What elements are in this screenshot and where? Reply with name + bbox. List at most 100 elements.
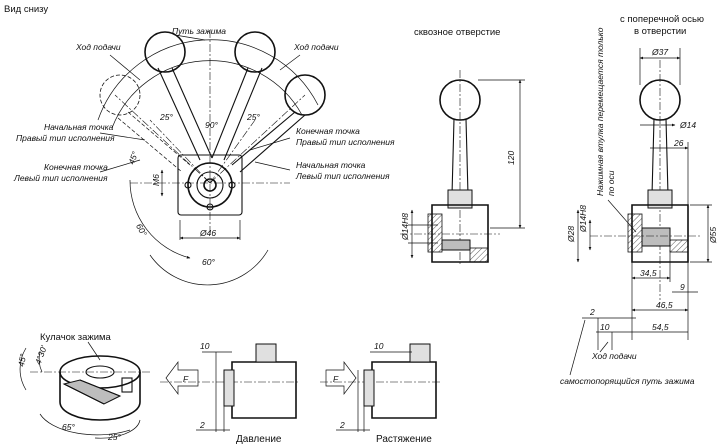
ca-self-lock-leader — [569, 319, 586, 376]
cam-angle-arc-4-30 — [38, 351, 43, 373]
ca-stem — [651, 118, 669, 196]
clamp-path-arc — [97, 39, 319, 121]
cam-angle-arc-45 — [19, 347, 27, 391]
ca-dim-d55: Ø55 — [708, 227, 718, 244]
label-start-right-1: Начальная точка — [44, 122, 114, 132]
cam-slot — [62, 379, 122, 405]
axis-2 — [149, 119, 211, 184]
ca-dim-d28: Ø28 — [566, 226, 576, 243]
pressure-caption: Давление — [236, 434, 282, 445]
tension-lever-base — [409, 343, 431, 363]
tension-plunger — [363, 369, 375, 407]
lever-arm-right — [231, 111, 306, 173]
cam-angle-45: 45° — [16, 352, 28, 367]
view-label: Вид снизу — [4, 4, 48, 15]
label-start-left-1: Начальная точка — [296, 160, 366, 170]
pressure-dim-10: 10 — [200, 341, 210, 351]
pressure-lever-base — [255, 343, 277, 363]
tension-view: F 10 2 Растяжение — [320, 341, 440, 445]
cam-slot-edges — [63, 379, 121, 405]
cam-view: Кулачок зажима 45° 4°30' 65° 25° — [16, 332, 150, 442]
label-start-right-2: Правый тип исполнения — [16, 133, 115, 143]
angle-45: 45° — [126, 150, 140, 166]
lever-arm-center — [211, 67, 263, 161]
hub-core — [203, 178, 217, 192]
cross-axis-title-1: с поперечной осью — [620, 14, 704, 25]
cam-title: Кулачок зажима — [40, 332, 112, 343]
thread-m6: M6 — [151, 174, 161, 186]
th-bushing — [441, 239, 471, 251]
th-dim-d14h8: Ø14H8 — [400, 213, 410, 241]
leader-end-left — [99, 159, 141, 173]
ca-collar — [647, 189, 673, 209]
through-hole-title: сквозное отверстие — [414, 27, 500, 38]
ca-housing-right-hatch — [669, 239, 689, 253]
tension-force-arrow — [325, 360, 357, 396]
leader-feed-left — [109, 54, 141, 81]
lever-arm-ghost — [117, 111, 191, 173]
axis-3 — [209, 119, 256, 184]
ca-dim-46-5: 46,5 — [656, 300, 673, 310]
angle-60-bottom: 60° — [202, 257, 215, 267]
cam-angle-arc-65 — [39, 413, 131, 436]
pressure-force: F — [183, 374, 189, 384]
cross-axis-view: с поперечной осью в отверстии Ø37 Ø14 26… — [560, 14, 718, 386]
ca-dim-26: 26 — [673, 138, 684, 148]
label-feed-left: Ход подачи — [75, 42, 121, 52]
ca-feed-travel: Ход подачи — [591, 351, 637, 361]
leader-start-right — [99, 132, 146, 141]
through-hole-view: сквозное отверстие 120 Ø14H8 — [400, 27, 525, 265]
cam-cylinder-body — [59, 372, 141, 421]
leader-start-left — [254, 161, 291, 171]
cam-angle-4-30: 4°30' — [33, 344, 49, 366]
tension-housing — [371, 361, 437, 419]
top-view: Путь зажима Ход подачи Ход подачи Началь… — [13, 26, 395, 286]
right-lever-axis — [209, 94, 306, 184]
ca-housing-left-hatch — [627, 213, 643, 253]
ca-dim-2: 2 — [589, 307, 595, 317]
leader-end-right — [249, 137, 291, 151]
label-end-right-2: Правый тип исполнения — [296, 137, 395, 147]
cam-pin — [121, 377, 133, 393]
cam-angle-65: 65° — [62, 422, 75, 432]
ca-dim-d14h8: Ø14H8 — [578, 205, 588, 233]
label-end-left-1: Конечная точка — [44, 162, 108, 172]
ca-bushing-leader — [607, 199, 637, 233]
angle-25-right: 25° — [246, 112, 260, 122]
ball-left — [144, 31, 186, 73]
angle-25-left: 25° — [159, 112, 173, 122]
ca-bushing-note-1: Нажимная втулка перемещается только — [595, 27, 605, 196]
label-end-right-1: Конечная точка — [296, 126, 360, 136]
ca-ball — [639, 79, 681, 121]
ghost-ball-left — [99, 74, 141, 116]
tension-dim-2: 2 — [339, 420, 345, 430]
th-housing-right-hatch — [469, 247, 489, 263]
ca-self-locking: самостопорящийся путь зажима — [560, 376, 695, 386]
pressure-force-arrow — [165, 360, 199, 396]
label-feed-right: Ход подачи — [293, 42, 339, 52]
angle-60-left: 60° — [134, 222, 149, 239]
tension-force: F — [333, 374, 339, 384]
cam-angle-25: 25° — [107, 432, 121, 442]
hub-block — [177, 154, 243, 216]
tension-caption: Растяжение — [376, 434, 432, 445]
ca-bushing-note-2: по оси — [606, 170, 616, 196]
ca-dim-34-5: 34,5 — [640, 268, 657, 278]
cam-title-leader — [87, 341, 101, 361]
th-ball — [439, 79, 481, 121]
bolt-hole-1 — [184, 181, 192, 189]
ca-cross-axis — [641, 227, 671, 247]
tension-dim-10: 10 — [374, 341, 384, 351]
bolt-hole-3 — [206, 203, 214, 211]
ball-center — [234, 31, 276, 73]
left-lever-axis — [114, 94, 211, 184]
label-start-left-2: Левый тип исполнения — [295, 171, 390, 181]
hub-ring — [187, 162, 233, 208]
bolt-hole-2 — [228, 181, 236, 189]
cam-angle-arc-25 — [94, 419, 141, 439]
diameter-46: Ø46 — [199, 228, 216, 238]
hub-inner — [196, 171, 224, 199]
ca-dim-d37: Ø37 — [651, 47, 668, 57]
pressure-housing — [231, 361, 297, 419]
